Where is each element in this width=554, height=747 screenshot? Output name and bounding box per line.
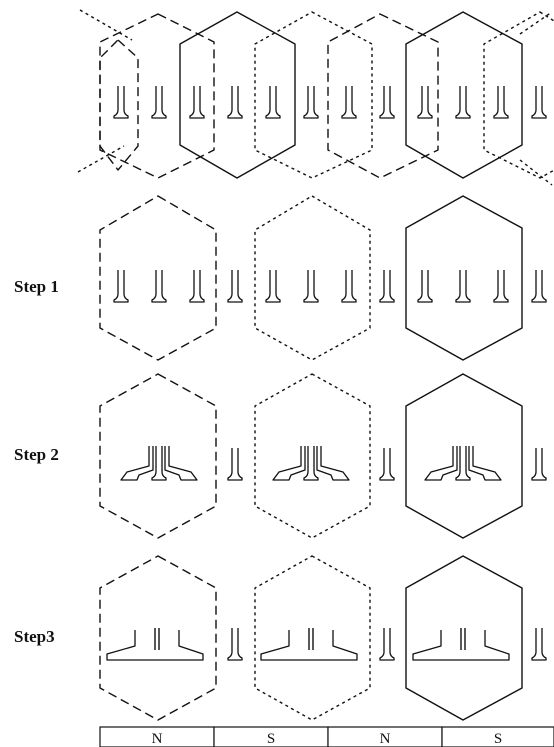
coil-hexagon-dashed	[99, 373, 217, 539]
stator-tooth	[227, 628, 243, 661]
stator-tooth	[341, 86, 357, 119]
coil-end-line	[77, 145, 125, 173]
stator-tooth	[227, 270, 243, 303]
step-1-label: Step 1	[14, 277, 59, 296]
stator-tooth	[531, 448, 547, 481]
stator-tooth	[316, 446, 350, 481]
pole-label-s: S	[267, 731, 275, 747]
stator-tooth	[265, 270, 281, 303]
pole-label-s: S	[494, 731, 502, 747]
stator-tooth	[308, 628, 314, 650]
coil-hexagon-dashed	[327, 13, 439, 179]
stator-tooth	[493, 270, 509, 303]
coil-hexagon-dashed	[99, 195, 217, 361]
coil-end-line	[79, 9, 133, 41]
pole-cell	[441, 726, 554, 747]
tooth-row	[106, 628, 547, 661]
pole-label-n: N	[380, 731, 391, 747]
stator-tooth	[341, 270, 357, 303]
stator-tooth	[460, 628, 466, 650]
stator-tooth	[493, 86, 509, 119]
step-2-label: Step 2	[14, 445, 59, 464]
coil-end-line	[519, 11, 553, 35]
coil-hexagon-dotted	[254, 373, 371, 539]
stator-tooth	[417, 86, 433, 119]
coil-hexagon-dotted	[254, 11, 373, 179]
coil-hexagon-solid	[179, 11, 296, 179]
stator-tooth	[189, 86, 205, 119]
step-1-row: Step 1	[14, 195, 547, 361]
stator-tooth	[531, 86, 547, 119]
stator-tooth	[303, 86, 319, 119]
stator-tooth	[379, 86, 395, 119]
stator-tooth	[379, 270, 395, 303]
stator-tooth	[531, 270, 547, 303]
tooth-row	[113, 86, 547, 119]
pole-label-n: N	[152, 731, 163, 747]
stator-tooth	[265, 86, 281, 119]
tooth-row	[113, 270, 547, 303]
step-3-row: Step3	[14, 555, 547, 721]
stator-tooth	[151, 86, 167, 119]
stator-tooth	[189, 270, 205, 303]
stator-tooth	[379, 448, 395, 481]
stator-tooth	[531, 628, 547, 661]
stator-tooth	[151, 270, 167, 303]
coil-end-line	[519, 159, 553, 186]
coil-hexagon-solid	[405, 555, 523, 721]
stator-tooth	[120, 446, 154, 481]
stator-tooth	[154, 628, 160, 650]
stator-tooth	[379, 628, 395, 661]
coil-hexagon-dashed	[99, 555, 217, 721]
stator-tooth	[468, 446, 502, 481]
coil-hexagon-solid	[405, 195, 523, 361]
coil-hexagon-dotted	[483, 11, 554, 179]
coil-hexagon-solid	[405, 11, 523, 179]
tooth-row	[120, 446, 547, 481]
stator-tooth	[113, 86, 129, 119]
stator-tooth	[272, 446, 306, 481]
stator-tooth	[303, 446, 319, 481]
stator-tooth	[424, 446, 458, 481]
stator-tooth	[455, 446, 471, 481]
step-2-row: Step 2	[14, 373, 547, 539]
stator-tooth	[455, 86, 471, 119]
stator-tooth	[113, 270, 129, 303]
top-row	[77, 9, 554, 186]
stator-tooth	[151, 446, 167, 481]
stator-tooth	[455, 270, 471, 303]
stator-tooth	[417, 270, 433, 303]
stator-tooth	[164, 446, 198, 481]
stator-tooth	[303, 270, 319, 303]
step-3-label: Step3	[14, 627, 55, 646]
coil-hexagon-dashed	[99, 39, 139, 171]
stator-tooth	[227, 448, 243, 481]
coil-hexagon-dashed	[99, 13, 215, 179]
pole-strip: N S N S	[99, 726, 554, 747]
coil-hexagon-dotted	[254, 195, 371, 361]
coil-hexagon-dotted	[254, 555, 371, 721]
coil-hexagon-solid	[405, 373, 523, 539]
stator-tooth	[227, 86, 243, 119]
